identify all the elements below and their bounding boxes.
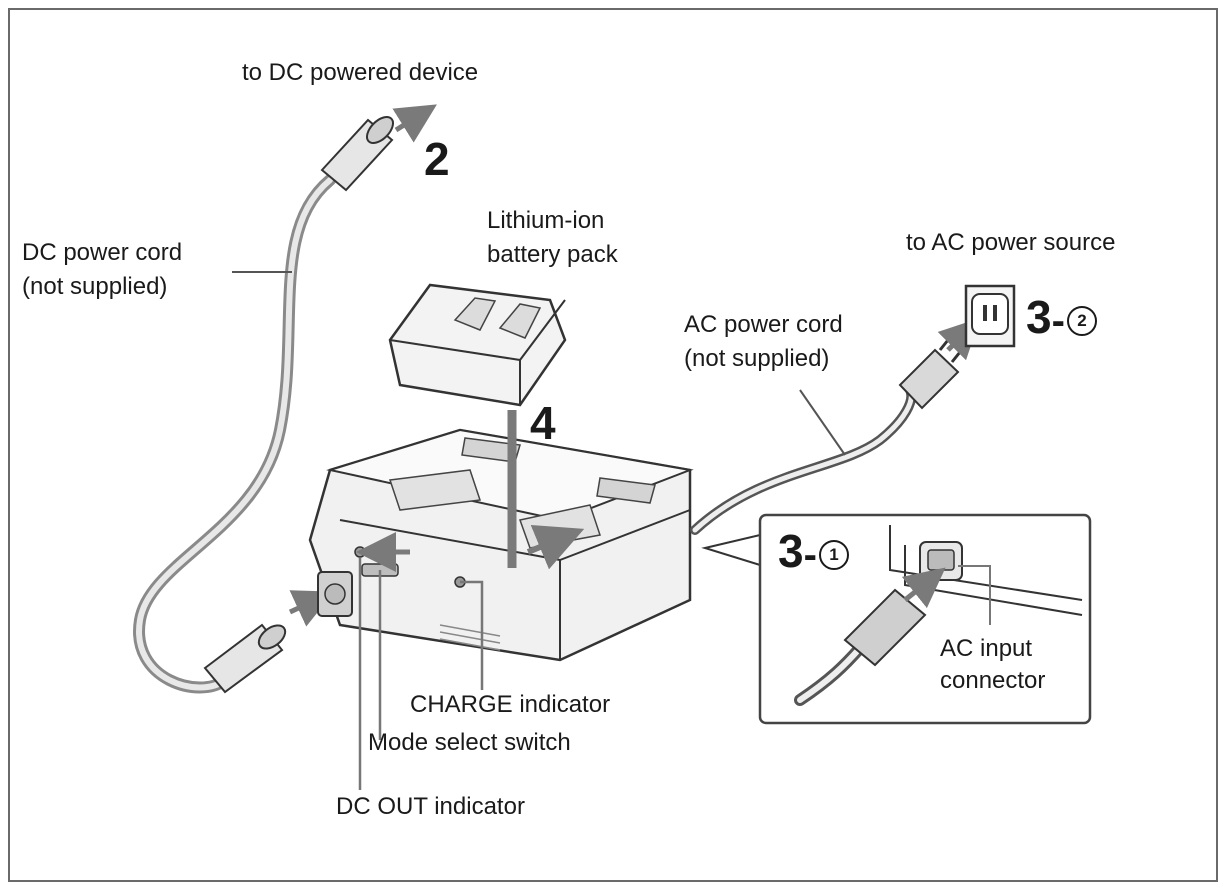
leader-ac-input (958, 565, 991, 625)
inset-pointer (701, 533, 761, 567)
step-3-1-number: 3 (778, 525, 804, 577)
battery-pack (388, 283, 567, 407)
arrow-dc-in (288, 590, 335, 627)
arrow-plug-to-outlet (937, 317, 981, 361)
step-2-number: 2 (424, 133, 450, 185)
step-3-1-label: 3-1 (778, 528, 849, 578)
step-3-1-circled: 1 (818, 539, 849, 570)
step-3-2-dash: - (1051, 298, 1065, 343)
step-3-1-dash: - (803, 532, 817, 577)
leader-charge-indicator (460, 580, 484, 690)
step-4-number: 4 (530, 397, 556, 449)
dc-cord-bottom-connector (203, 623, 287, 694)
ac-power-cord (690, 385, 917, 535)
step-3-2-circled: 2 (1066, 305, 1097, 336)
figure-frame (8, 8, 1218, 882)
arrow-to-dc-device (392, 104, 437, 143)
wall-outlet (964, 284, 1016, 348)
arrow-battery-slide (526, 524, 585, 570)
step-3-2-label: 3-2 (1026, 294, 1097, 344)
dc-power-cord (133, 174, 336, 694)
label-ac-cord-line1: AC power cord (684, 311, 843, 338)
label-to-ac-source: to AC power source (906, 229, 1116, 256)
ac-inlet-plug (794, 588, 927, 706)
label-charge-indicator: CHARGE indicator (410, 691, 611, 718)
label-mode-switch: Mode select switch (368, 729, 571, 756)
label-to-dc-device: to DC powered device (242, 59, 479, 86)
label-dc-out-indicator: DC OUT indicator (336, 793, 525, 820)
step-3-2-number: 3 (1026, 291, 1052, 343)
label-dc-cord-line2: (not supplied) (22, 273, 168, 300)
label-ac-input-line2: connector (940, 667, 1046, 694)
arrow-inlet (901, 567, 946, 609)
charger-unit (308, 428, 694, 662)
label-battery-line2: battery pack (487, 241, 618, 268)
label-ac-cord-line2: (not supplied) (684, 345, 830, 372)
label-ac-input-line1: AC input (940, 635, 1033, 662)
label-battery-line1: Lithium-ion (487, 207, 605, 234)
dc-cord-top-connector (320, 116, 394, 192)
label-dc-cord-line1: DC power cord (22, 239, 183, 266)
leader-ac-cord (799, 389, 846, 456)
